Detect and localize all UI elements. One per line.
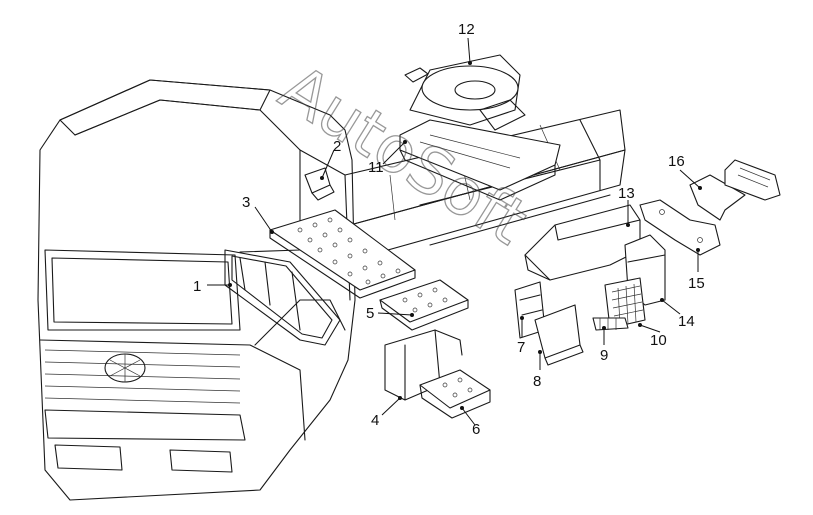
part-8-mudguard xyxy=(534,304,584,366)
part-6-step xyxy=(419,369,491,419)
callout-12: 12 xyxy=(458,21,475,38)
part-13-air-deflector xyxy=(524,204,641,281)
part-15-bracket xyxy=(639,199,721,256)
callout-4: 4 xyxy=(371,412,379,429)
part-9-clip xyxy=(592,317,629,331)
part-16-lamp-bracket xyxy=(689,159,781,221)
callout-9: 9 xyxy=(600,347,608,364)
leader-lines xyxy=(207,37,702,426)
callout-14: 14 xyxy=(678,313,695,330)
part-2-bracket xyxy=(304,167,335,201)
callout-10: 10 xyxy=(650,332,667,349)
part-10-grille xyxy=(604,277,646,329)
callout-7: 7 xyxy=(517,339,525,356)
callout-11: 11 xyxy=(368,159,384,176)
part-3-walkway-platform xyxy=(269,209,416,299)
callout-numbers: 1 2 3 4 5 6 7 8 9 10 11 12 13 14 15 16 xyxy=(193,21,705,438)
part-12-fifth-wheel xyxy=(404,54,526,131)
callout-1: 1 xyxy=(193,278,201,295)
callout-16: 16 xyxy=(668,153,685,170)
callout-6: 6 xyxy=(472,421,480,438)
part-5-step-plate xyxy=(379,279,469,331)
callout-2: 2 xyxy=(333,138,341,155)
callout-13: 13 xyxy=(618,185,635,202)
callout-15: 15 xyxy=(688,275,705,292)
callout-5: 5 xyxy=(366,305,374,322)
part-11-mounting-plate xyxy=(399,119,561,201)
callout-8: 8 xyxy=(533,373,541,390)
callout-3: 3 xyxy=(242,194,250,211)
